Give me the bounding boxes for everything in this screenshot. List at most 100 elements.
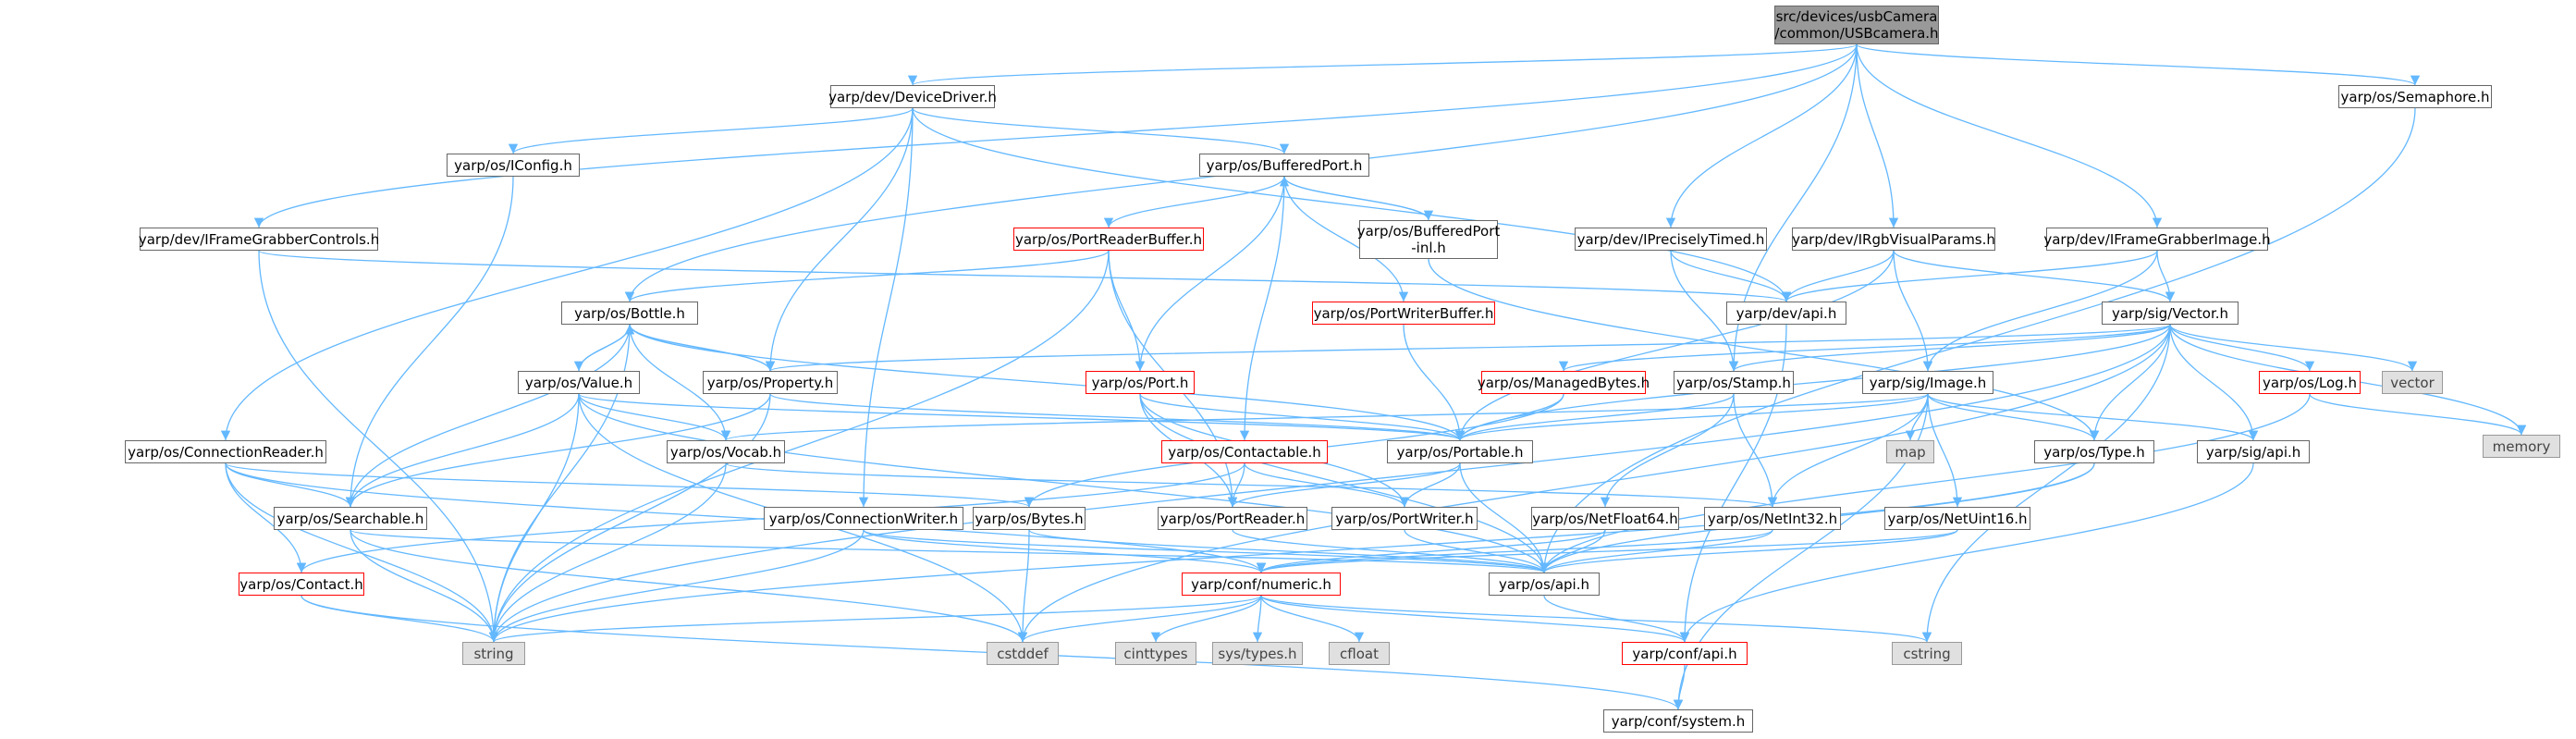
edge-contact-to-string_std xyxy=(301,595,499,643)
edge-sig_image-to-net_uint16 xyxy=(1927,393,1963,508)
node-dev-api[interactable]: yarp/dev/api.h xyxy=(1726,302,1846,325)
node-os-api[interactable]: yarp/os/api.h xyxy=(1489,573,1600,596)
node-value[interactable]: yarp/os/Value.h xyxy=(518,371,640,394)
node-cstring-std[interactable]: cstring xyxy=(1892,642,1962,665)
edge-numeric-to-cstddef_std xyxy=(1017,595,1262,643)
node-stamp[interactable]: yarp/os/Stamp.h xyxy=(1674,371,1794,394)
edge-root-to-rgb_visual_params xyxy=(1856,43,1899,228)
edge-device_driver-to-iconfig xyxy=(509,107,914,154)
edge-buffered_port-to-port_reader_buffer xyxy=(1103,176,1285,228)
edge-buffered_port_inl-to-os_type xyxy=(1428,258,2100,441)
node-cinttypes-std[interactable]: cinttypes xyxy=(1115,642,1196,665)
edge-port-to-os_api xyxy=(1139,393,1550,573)
edge-device_driver-to-dev_api xyxy=(912,107,1792,302)
node-iconfig[interactable]: yarp/os/IConfig.h xyxy=(447,154,580,177)
edge-frame_grabber_image-to-sig_image xyxy=(1922,250,2158,372)
edge-property-to-string_std xyxy=(488,393,771,643)
node-cstddef-std[interactable]: cstddef xyxy=(987,642,1059,665)
node-buffered-port-inl[interactable]: yarp/os/BufferedPort -inl.h xyxy=(1357,220,1500,259)
edge-rgb_visual_params-to-sig_image xyxy=(1893,250,1933,372)
edge-connection_writer-to-string_std xyxy=(488,529,865,643)
edge-bytes-to-os_api xyxy=(1028,529,1549,573)
edge-contactable-to-port_writer xyxy=(1244,462,1410,508)
edge-device_driver-to-connection_writer xyxy=(858,107,914,508)
node-port-reader-buffer[interactable]: yarp/os/PortReaderBuffer.h xyxy=(1013,228,1204,251)
node-frame-grabber-controls[interactable]: yarp/dev/IFrameGrabberControls.h xyxy=(139,228,379,251)
node-contactable[interactable]: yarp/os/Contactable.h xyxy=(1161,440,1328,463)
edge-property-to-bottle xyxy=(624,324,771,372)
node-rgb-visual-params[interactable]: yarp/dev/IRgbVisualParams.h xyxy=(1792,228,1995,251)
edge-connection_reader-to-searchable xyxy=(225,462,356,508)
edge-net_int32-to-numeric xyxy=(1257,529,1773,573)
edge-stamp-to-net_int32 xyxy=(1733,393,1778,508)
node-sig-image[interactable]: yarp/sig/Image.h xyxy=(1862,371,1993,394)
node-string-std[interactable]: string xyxy=(462,642,525,665)
edge-property-to-portable xyxy=(769,393,1465,441)
node-cfloat-std[interactable]: cfloat xyxy=(1329,642,1390,665)
edge-searchable-to-string_std xyxy=(350,529,499,643)
node-sig-vector[interactable]: yarp/sig/Vector.h xyxy=(2102,302,2239,325)
node-bottle[interactable]: yarp/os/Bottle.h xyxy=(561,302,698,325)
edge-net_int32-to-os_api xyxy=(1539,529,1773,573)
node-vocab[interactable]: yarp/os/Vocab.h xyxy=(667,440,785,463)
edge-sig_vector-to-cstring_std xyxy=(1921,324,2171,643)
node-semaphore[interactable]: yarp/os/Semaphore.h xyxy=(2338,85,2492,108)
edge-connection_writer-to-numeric xyxy=(863,529,1266,573)
edge-semaphore-to-os_api xyxy=(1539,107,2416,573)
node-net-float64[interactable]: yarp/os/NetFloat64.h xyxy=(1531,507,1679,530)
edge-root-to-semaphore xyxy=(1856,43,2420,86)
node-port-reader[interactable]: yarp/os/PortReader.h xyxy=(1158,507,1307,530)
edge-port_reader_buffer-to-bottle xyxy=(625,250,1110,302)
node-net-int32[interactable]: yarp/os/NetInt32.h xyxy=(1704,507,1841,530)
node-port-writer-buffer[interactable]: yarp/os/PortWriterBuffer.h xyxy=(1312,302,1495,325)
node-numeric[interactable]: yarp/conf/numeric.h xyxy=(1182,573,1341,596)
node-searchable[interactable]: yarp/os/Searchable.h xyxy=(274,507,427,530)
node-bytes[interactable]: yarp/os/Bytes.h xyxy=(973,507,1086,530)
node-log[interactable]: yarp/os/Log.h xyxy=(2259,371,2361,394)
edge-port_reader_buffer-to-port xyxy=(1108,250,1146,372)
edge-port_reader-to-os_api xyxy=(1232,529,1550,573)
edge-net_uint16-to-numeric xyxy=(1257,529,1958,573)
node-map-std[interactable]: map xyxy=(1886,440,1934,463)
edge-device_driver-to-connection_reader xyxy=(220,107,914,441)
node-vector-std[interactable]: vector xyxy=(2382,371,2443,394)
node-net-uint16[interactable]: yarp/os/NetUint16.h xyxy=(1884,507,2030,530)
node-buffered-port[interactable]: yarp/os/BufferedPort.h xyxy=(1199,154,1369,177)
node-managed-bytes[interactable]: yarp/os/ManagedBytes.h xyxy=(1478,371,1650,394)
edge-connection_reader-to-bytes xyxy=(225,462,1034,508)
edge-port_writer-to-os_api xyxy=(1404,529,1550,573)
edge-sig_image-to-os_type xyxy=(1927,393,2100,441)
node-precisely-timed[interactable]: yarp/dev/IPreciselyTimed.h xyxy=(1575,228,1767,251)
node-conf-system[interactable]: yarp/conf/system.h xyxy=(1603,709,1753,733)
edge-sig_vector-to-managed_bytes xyxy=(1559,324,2171,372)
edge-net_float64-to-numeric xyxy=(1256,529,1606,573)
edge-port_writer_buffer-to-portable xyxy=(1403,324,1466,441)
edge-sig_vector-to-log xyxy=(2169,324,2315,372)
edge-numeric-to-cstring_std xyxy=(1260,595,1932,643)
node-memory-std[interactable]: memory xyxy=(2483,435,2560,458)
node-root-usbcamera: src/devices/usbCamera /common/USBcamera.… xyxy=(1774,6,1939,44)
edge-bottle-to-vocab xyxy=(629,324,731,441)
edge-rgb_visual_params-to-sig_vector xyxy=(1893,250,2176,302)
node-property[interactable]: yarp/os/Property.h xyxy=(703,371,838,394)
node-portable[interactable]: yarp/os/Portable.h xyxy=(1387,440,1533,463)
edge-buffered_port_inl-to-buffered_port xyxy=(1279,176,1429,221)
edge-value-to-portable xyxy=(578,393,1465,441)
edge-frame_grabber_image-to-dev_api xyxy=(1781,250,2158,302)
node-conf-api[interactable]: yarp/conf/api.h xyxy=(1622,642,1748,665)
edge-value-to-searchable xyxy=(345,393,580,508)
node-device-driver[interactable]: yarp/dev/DeviceDriver.h xyxy=(828,85,997,108)
node-sig-api[interactable]: yarp/sig/api.h xyxy=(2197,440,2310,463)
node-connection-reader[interactable]: yarp/os/ConnectionReader.h xyxy=(125,440,326,463)
edge-connection_writer-to-os_api xyxy=(863,529,1549,573)
node-os-type[interactable]: yarp/os/Type.h xyxy=(2034,440,2154,463)
edge-value-to-vocab xyxy=(578,393,731,441)
node-contact[interactable]: yarp/os/Contact.h xyxy=(239,573,364,596)
node-port[interactable]: yarp/os/Port.h xyxy=(1086,371,1195,394)
node-port-writer[interactable]: yarp/os/PortWriter.h xyxy=(1331,507,1478,530)
node-connection-writer[interactable]: yarp/os/ConnectionWriter.h xyxy=(764,507,963,530)
edge-bytes-to-cstddef_std xyxy=(1017,529,1030,643)
node-systypes-std[interactable]: sys/types.h xyxy=(1212,642,1303,665)
edge-port_reader_buffer-to-string_std xyxy=(488,250,1110,643)
node-frame-grabber-image[interactable]: yarp/dev/IFrameGrabberImage.h xyxy=(2043,228,2271,251)
